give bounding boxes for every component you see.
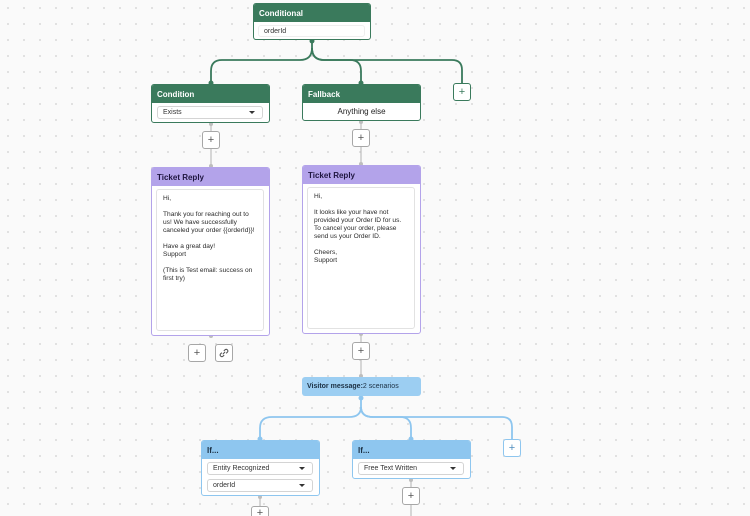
ticket-reply-header: Ticket Reply	[303, 166, 420, 184]
if-condition-value: Entity Recognized	[213, 465, 270, 472]
add-step-button[interactable]: +	[188, 344, 206, 362]
if-condition-select[interactable]: Free Text Written	[358, 462, 464, 475]
add-step-button[interactable]: +	[251, 506, 269, 516]
condition-node[interactable]: Condition Exists	[151, 84, 270, 123]
ticket-reply-node-left[interactable]: Ticket Reply Hi, Thank you for reaching …	[151, 167, 270, 336]
conditional-variable-field[interactable]: orderId	[258, 25, 365, 37]
link-icon	[219, 348, 229, 358]
add-step-button[interactable]: +	[402, 487, 420, 505]
condition-node-header: Condition	[152, 85, 269, 103]
ticket-reply-body[interactable]: Hi, It looks like your have not provided…	[307, 187, 415, 329]
add-condition-button[interactable]: +	[453, 83, 471, 101]
chevron-down-icon	[450, 467, 456, 470]
visitor-message-label: Visitor message:	[307, 383, 363, 390]
if-entity-value: orderId	[213, 482, 236, 489]
chevron-down-icon	[249, 111, 255, 114]
link-step-button[interactable]	[215, 344, 233, 362]
ticket-reply-body[interactable]: Hi, Thank you for reaching out to us! We…	[156, 189, 264, 331]
fallback-node[interactable]: Fallback Anything else	[302, 84, 421, 121]
add-step-button[interactable]: +	[352, 129, 370, 147]
fallback-text: Anything else	[337, 107, 386, 116]
if-entity-select[interactable]: orderId	[207, 479, 313, 492]
fallback-node-header: Fallback	[303, 85, 420, 103]
visitor-message-node[interactable]: Visitor message: 2 scenarios	[302, 377, 421, 396]
condition-operator-select[interactable]: Exists	[157, 106, 263, 119]
ticket-reply-node-right[interactable]: Ticket Reply Hi, It looks like your have…	[302, 165, 421, 334]
visitor-message-scenarios: 2 scenarios	[362, 383, 399, 390]
chevron-down-icon	[299, 467, 305, 470]
if-node-right[interactable]: If... Free Text Written	[352, 440, 471, 479]
conditional-node[interactable]: Conditional orderId	[253, 3, 371, 40]
condition-operator-value: Exists	[163, 109, 182, 116]
ticket-reply-header: Ticket Reply	[152, 168, 269, 186]
add-scenario-button[interactable]: +	[503, 439, 521, 457]
if-node-left[interactable]: If... Entity Recognized orderId	[201, 440, 320, 496]
chevron-down-icon	[299, 484, 305, 487]
add-step-button[interactable]: +	[202, 131, 220, 149]
add-step-button[interactable]: +	[352, 342, 370, 360]
if-condition-value: Free Text Written	[364, 465, 418, 472]
if-condition-select[interactable]: Entity Recognized	[207, 462, 313, 475]
if-node-header: If...	[353, 441, 470, 459]
conditional-node-header: Conditional	[254, 4, 370, 22]
if-node-header: If...	[202, 441, 319, 459]
